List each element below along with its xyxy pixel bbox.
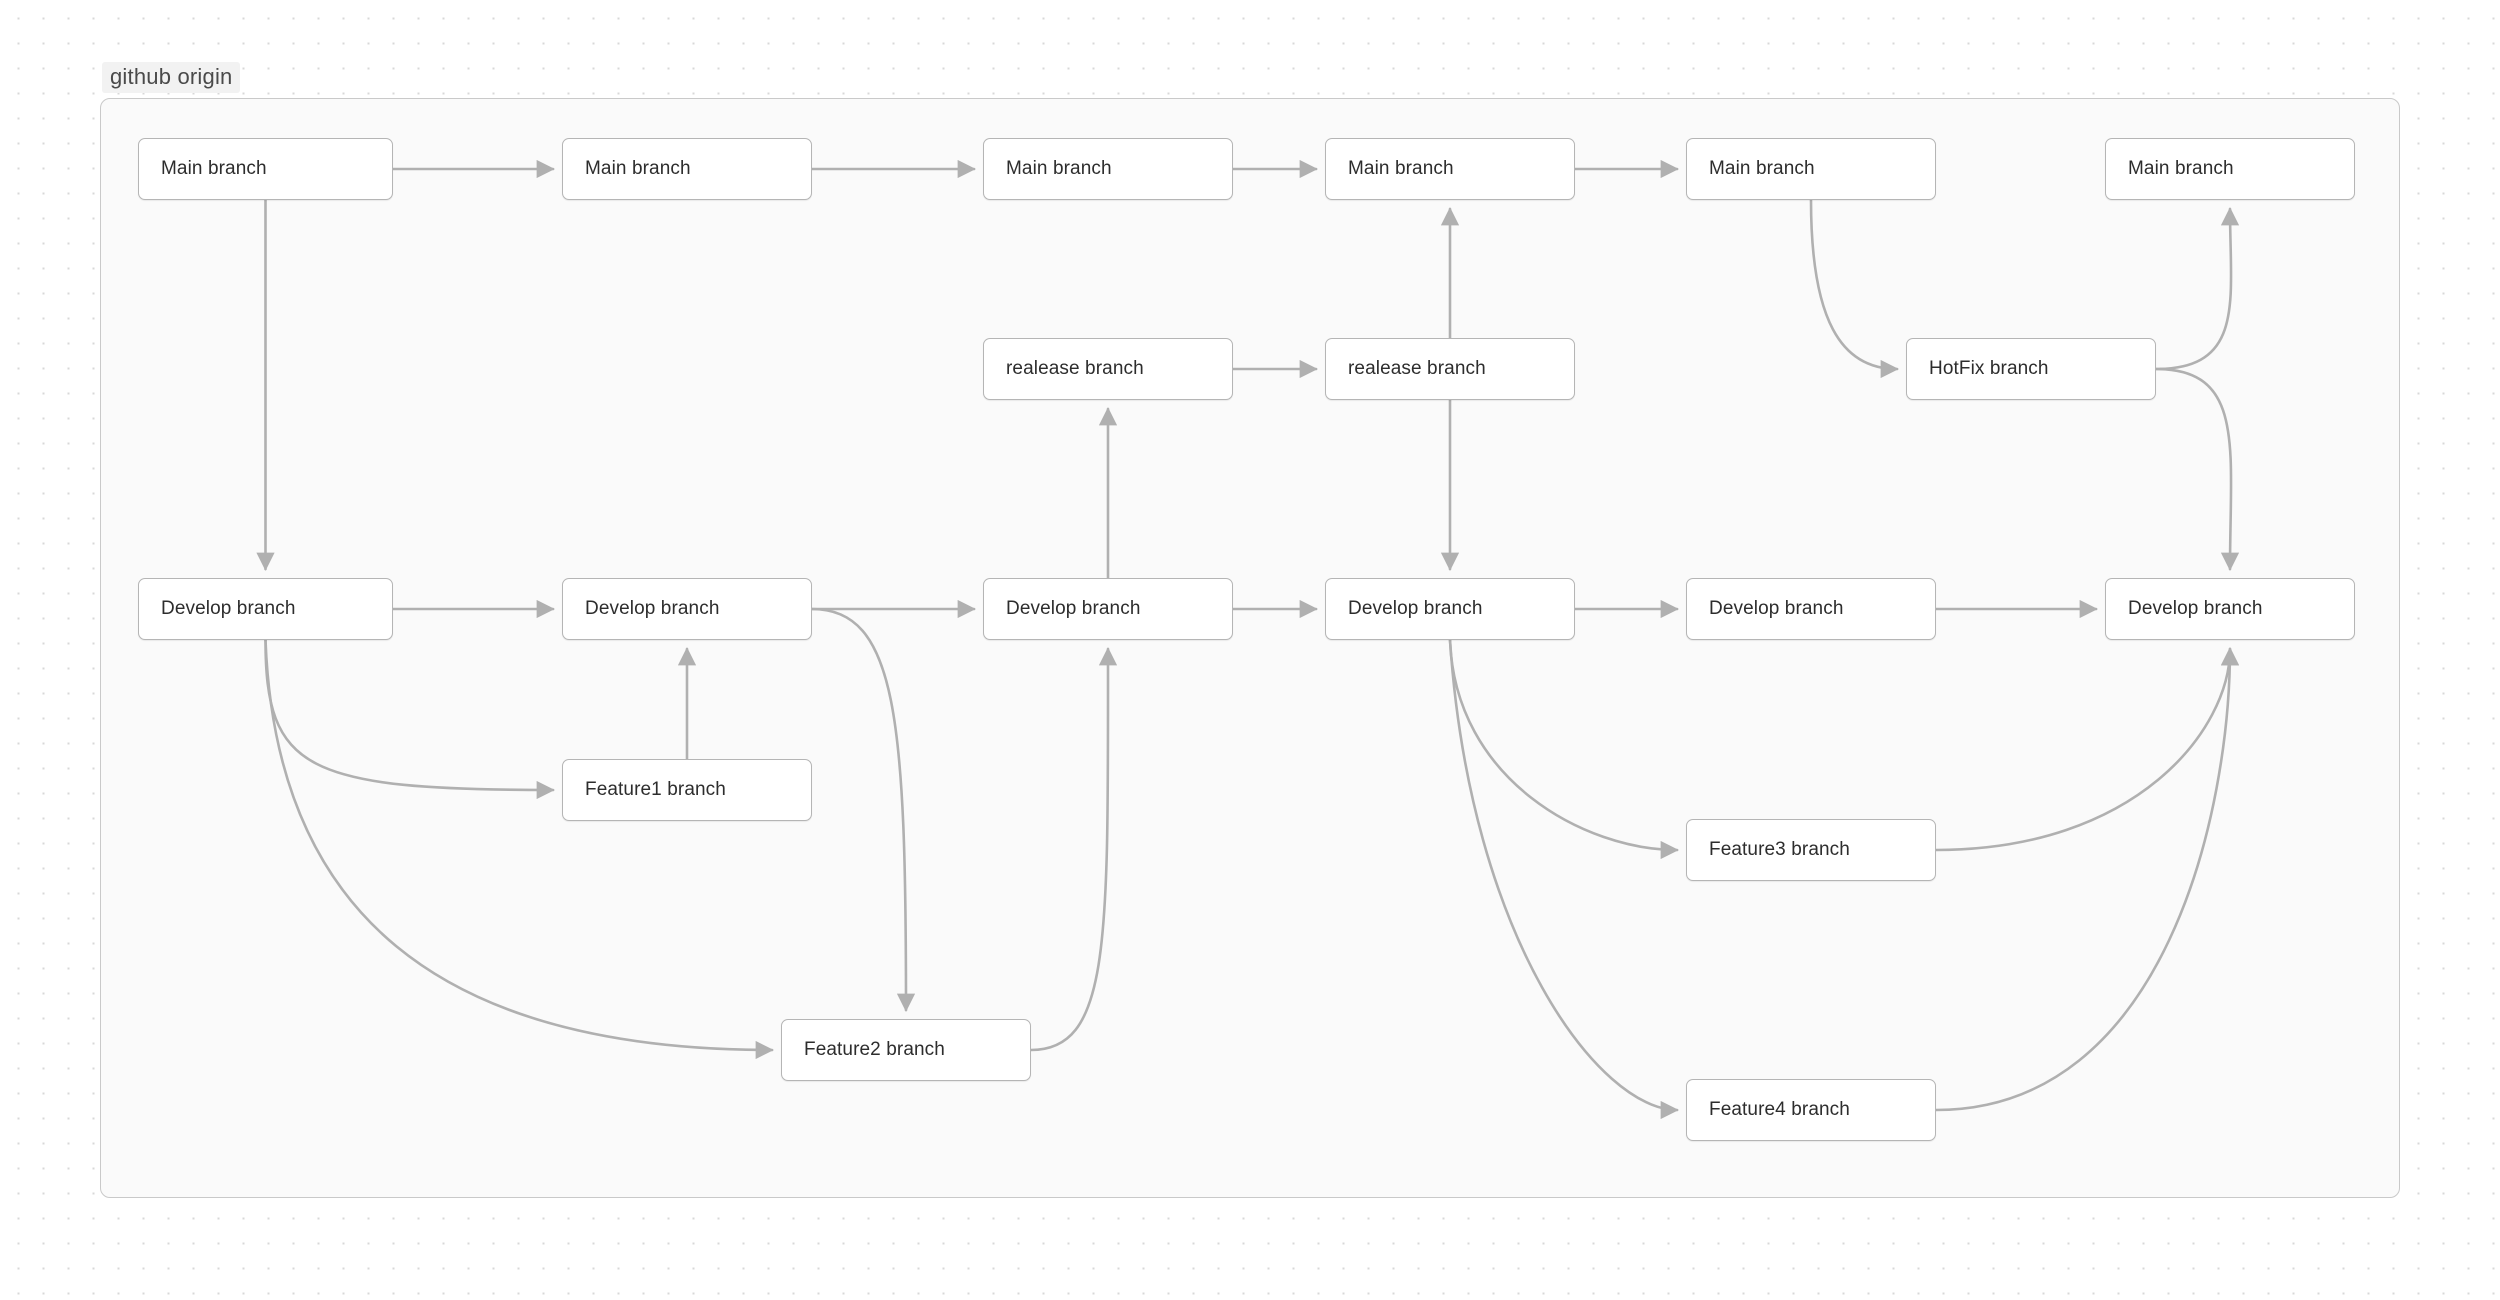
node-label: Main branch (2128, 158, 2234, 179)
node-label: Develop branch (1006, 598, 1141, 619)
node-dev1[interactable]: Develop branch (138, 578, 393, 640)
node-dev2[interactable]: Develop branch (562, 578, 812, 640)
node-dev6[interactable]: Develop branch (2105, 578, 2355, 640)
group-container-github-origin[interactable] (100, 98, 2400, 1198)
node-label: Feature4 branch (1709, 1099, 1850, 1120)
node-release1[interactable]: realease branch (983, 338, 1233, 400)
node-label: Feature2 branch (804, 1039, 945, 1060)
node-feature2[interactable]: Feature2 branch (781, 1019, 1031, 1081)
node-label: Main branch (1348, 158, 1454, 179)
node-main4[interactable]: Main branch (1325, 138, 1575, 200)
node-main5[interactable]: Main branch (1686, 138, 1936, 200)
node-label: Develop branch (161, 598, 296, 619)
node-hotfix[interactable]: HotFix branch (1906, 338, 2156, 400)
node-release2[interactable]: realease branch (1325, 338, 1575, 400)
node-label: Main branch (585, 158, 691, 179)
group-label: github origin (102, 62, 241, 93)
node-dev4[interactable]: Develop branch (1325, 578, 1575, 640)
node-label: Main branch (161, 158, 267, 179)
node-label: Develop branch (1348, 598, 1483, 619)
node-label: Feature1 branch (585, 779, 726, 800)
node-dev3[interactable]: Develop branch (983, 578, 1233, 640)
node-main6[interactable]: Main branch (2105, 138, 2355, 200)
node-label: HotFix branch (1929, 358, 2049, 379)
node-label: realease branch (1006, 358, 1144, 379)
node-feature3[interactable]: Feature3 branch (1686, 819, 1936, 881)
node-feature4[interactable]: Feature4 branch (1686, 1079, 1936, 1141)
node-label: Main branch (1006, 158, 1112, 179)
node-main1[interactable]: Main branch (138, 138, 393, 200)
node-feature1[interactable]: Feature1 branch (562, 759, 812, 821)
node-label: Main branch (1709, 158, 1815, 179)
node-label: Develop branch (1709, 598, 1844, 619)
node-main3[interactable]: Main branch (983, 138, 1233, 200)
node-label: Develop branch (585, 598, 720, 619)
node-label: realease branch (1348, 358, 1486, 379)
node-main2[interactable]: Main branch (562, 138, 812, 200)
node-dev5[interactable]: Develop branch (1686, 578, 1936, 640)
node-label: Develop branch (2128, 598, 2263, 619)
node-label: Feature3 branch (1709, 839, 1850, 860)
